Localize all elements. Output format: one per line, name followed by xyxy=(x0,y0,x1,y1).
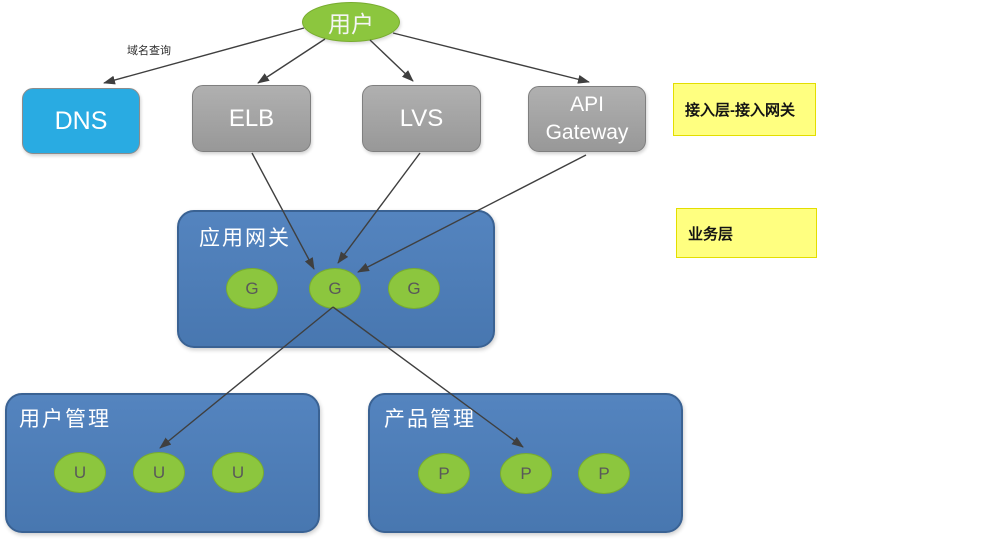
gateway-instance-2: G xyxy=(309,268,361,309)
user-instance-1: U xyxy=(54,452,106,493)
label-business-layer: 业务层 xyxy=(676,208,817,258)
node-dns: DNS xyxy=(22,88,140,154)
product-instance-2: P xyxy=(500,453,552,494)
node-user-label: 用户 xyxy=(328,12,374,37)
product-instance-1: P xyxy=(418,453,470,494)
user-instance-3: U xyxy=(212,452,264,493)
node-api-gateway-label: API Gateway xyxy=(545,93,629,144)
group-product-mgmt: 产品管理 P P P xyxy=(368,393,683,533)
group-app-gateway: 应用网关 G G G xyxy=(177,210,495,348)
node-elb-label: ELB xyxy=(228,104,275,132)
node-elb: ELB xyxy=(192,85,311,152)
label-access-layer: 接入层-接入网关 xyxy=(673,83,816,136)
group-product-mgmt-title: 产品管理 xyxy=(384,407,476,431)
edge-user-elb xyxy=(257,38,326,84)
edge-user-lvs xyxy=(369,39,414,82)
node-lvs: LVS xyxy=(362,85,481,152)
user-instance-2: U xyxy=(133,452,185,493)
gateway-instance-3: G xyxy=(388,268,440,309)
dns-query-edge-label: 域名查询 xyxy=(127,45,171,57)
node-dns-label: DNS xyxy=(54,106,108,135)
node-user: 用户 xyxy=(302,2,400,42)
group-app-gateway-title: 应用网关 xyxy=(199,226,291,250)
group-user-mgmt: 用户管理 U U U xyxy=(5,393,320,533)
gateway-instance-1: G xyxy=(226,268,278,309)
node-lvs-label: LVS xyxy=(399,104,444,132)
node-api-gateway: API Gateway xyxy=(528,86,646,152)
group-user-mgmt-title: 用户管理 xyxy=(19,407,111,431)
edge-user-api-gateway xyxy=(392,32,590,84)
product-instance-3: P xyxy=(578,453,630,494)
